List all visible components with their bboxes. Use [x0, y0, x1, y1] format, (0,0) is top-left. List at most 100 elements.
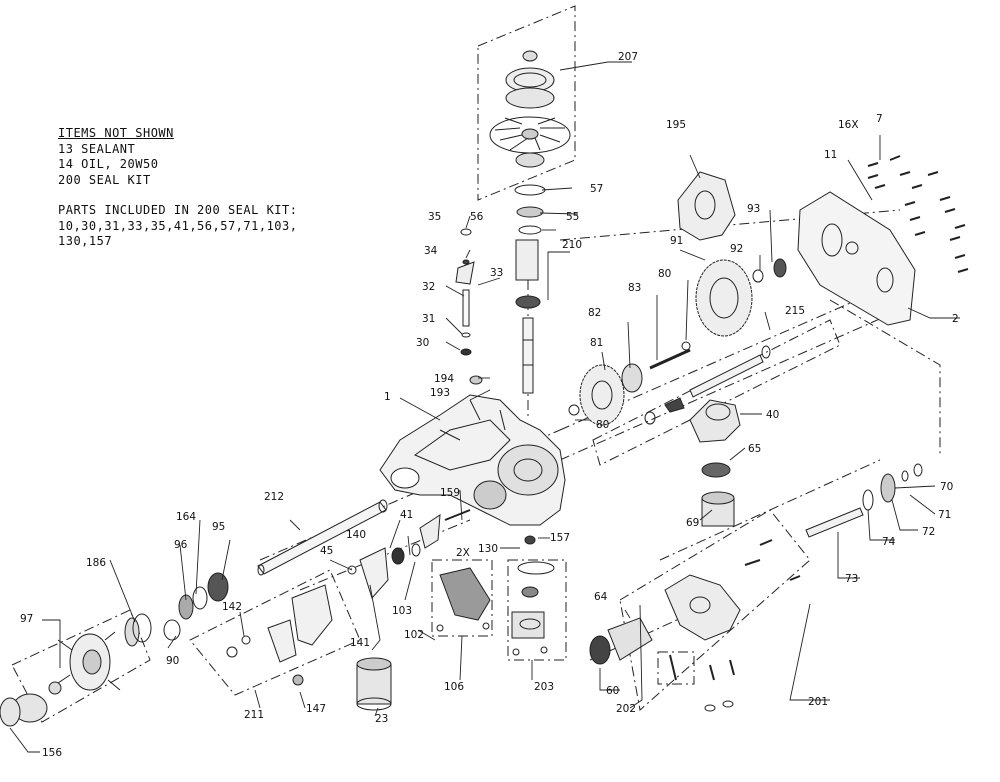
callout: 147 [306, 703, 326, 715]
callout: 34 [424, 245, 438, 257]
callout: 74 [882, 536, 896, 548]
gear-set [568, 259, 753, 426]
callout: 31 [422, 313, 435, 325]
notes-heading: ITEMS NOT SHOWN [58, 126, 174, 140]
oil-filter [356, 657, 392, 711]
callout: 2X [456, 547, 470, 559]
callout: 60 [606, 685, 619, 697]
callout: 65 [748, 443, 761, 455]
callout: 193 [430, 387, 450, 399]
seal-kit-heading: PARTS INCLUDED IN 200 SEAL KIT: [58, 203, 298, 217]
callout: 2 [952, 313, 959, 325]
callout: 30 [416, 337, 429, 349]
callout: 156 [42, 747, 62, 759]
callout: 73 [845, 573, 858, 585]
callout: 55 [566, 211, 579, 223]
callout: 57 [590, 183, 603, 195]
callout: 80 [658, 268, 671, 280]
callout: 97 [20, 613, 33, 625]
callout: 32 [422, 281, 435, 293]
center-section-group-outline [619, 509, 811, 711]
note-line: 13 SEALANT [58, 141, 136, 156]
callout: 142 [222, 601, 242, 613]
cylinder-block [701, 462, 735, 527]
fan-pulley-group-outline [477, 5, 576, 201]
hub-assembly [12, 572, 229, 723]
bracket-assembly [226, 509, 471, 686]
callout: 106 [444, 681, 464, 693]
callout: 80 [596, 419, 609, 431]
note-line: 200 SEAL KIT [58, 172, 151, 187]
callout: 201 [808, 696, 828, 708]
callout: 96 [174, 539, 188, 551]
callout: 41 [400, 509, 413, 521]
callout: 83 [628, 282, 641, 294]
alignment-line [589, 599, 721, 661]
callout: 35 [428, 211, 441, 223]
callout-labels: 207 195 16X 7 11 2 93 92 91 80 83 82 81 … [20, 51, 959, 759]
callout: 186 [86, 557, 106, 569]
center-section [664, 539, 801, 712]
callout: 33 [490, 267, 503, 279]
callout: 23 [375, 713, 388, 725]
callout: 16X [838, 119, 859, 131]
items-not-shown-notes: ITEMS NOT SHOWN 13 SEALANT 14 OIL, 20W50… [58, 126, 297, 250]
callout: 82 [588, 307, 601, 319]
callout: 157 [550, 532, 570, 544]
alignment-line [559, 289, 881, 431]
callout: 71 [938, 509, 951, 521]
callout: 207 [618, 51, 638, 63]
callout: 210 [562, 239, 582, 251]
callout: 194 [434, 373, 454, 385]
callout: 1 [384, 391, 391, 403]
seal-kit-line: 130,157 [58, 234, 113, 248]
motor-assembly [589, 617, 653, 665]
countershaft-assembly [644, 345, 771, 425]
callout: 81 [590, 337, 603, 349]
alignment-line [659, 459, 881, 561]
callout: 202 [616, 703, 636, 715]
callout: 40 [766, 409, 779, 421]
callout: 195 [666, 119, 686, 131]
callout: 164 [176, 511, 196, 523]
pulley-fan-assembly [489, 50, 571, 235]
callout: 141 [350, 637, 370, 649]
cover-housing [677, 171, 736, 241]
cradle-housing [689, 399, 741, 443]
hub-group-outline [11, 609, 151, 723]
callout: 70 [940, 481, 953, 493]
callout: 95 [212, 521, 225, 533]
callout: 91 [670, 235, 683, 247]
valve-assembly [511, 535, 555, 656]
bracket-group-outline [189, 569, 361, 696]
callout: 90 [166, 655, 179, 667]
alignment-line [559, 309, 901, 461]
axle-leader-outline [829, 299, 941, 455]
callout: 93 [747, 203, 760, 215]
callout: 56 [470, 211, 484, 223]
seal-kit-line: 10,30,31,33,35,41,56,57,71,103, [58, 218, 298, 233]
axle-shaft [257, 499, 388, 576]
callout: 72 [922, 526, 935, 538]
callout: 102 [404, 629, 424, 641]
callout: 215 [785, 305, 805, 317]
callout: 7 [876, 113, 883, 125]
screw-group-outline [657, 651, 695, 685]
callout: 45 [320, 545, 333, 557]
leader-lines [9, 61, 960, 753]
valve-group-outline [507, 559, 567, 661]
callout: 11 [824, 149, 837, 161]
side-cover [752, 191, 916, 326]
callout: 69 [686, 517, 699, 529]
callout: 212 [264, 491, 284, 503]
callout: 103 [392, 605, 412, 617]
callout: 159 [440, 487, 460, 499]
note-line: 14 OIL, 20W50 [58, 157, 159, 171]
hub-cap [0, 697, 21, 727]
main-housing [379, 394, 566, 526]
guard-plate [436, 567, 491, 632]
callout: 211 [244, 709, 264, 721]
bolt-set [867, 155, 969, 273]
callout: 64 [594, 591, 608, 603]
